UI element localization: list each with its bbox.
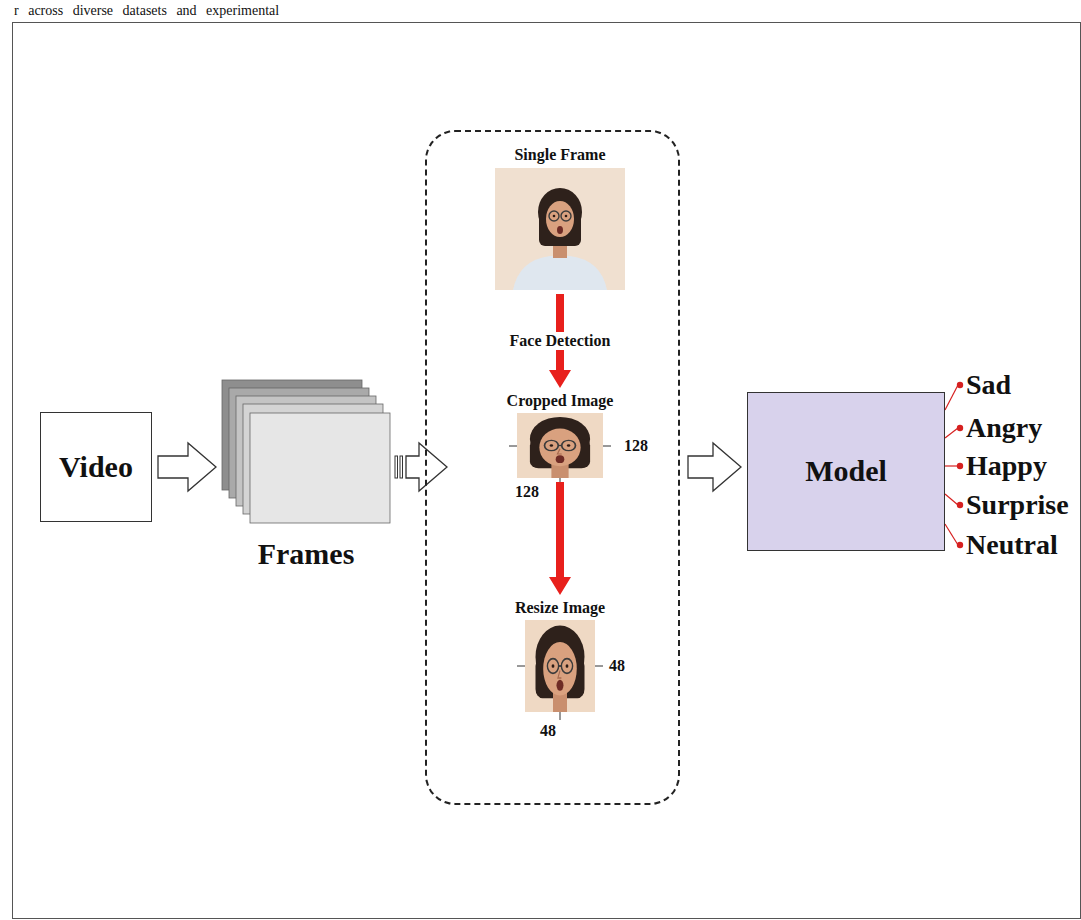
class-label: Happy [966,450,1047,482]
figure-border [13,23,1081,919]
model-box: Model [747,392,945,551]
node-text: Frames [258,537,355,572]
output-dot [957,542,963,548]
node-text: Video [59,450,133,485]
node-text: Model [805,454,887,489]
dimension-tick [595,666,603,667]
resized-image: Resize Image [507,598,614,716]
output-dot [957,463,963,469]
cropped-image: Cropped Image [499,391,622,480]
dimension-tick [509,446,517,447]
dimension-tick [517,666,525,667]
node-text: Single Frame [514,146,605,164]
dimension-label: 48 [540,722,556,740]
resized-face-photo [525,620,595,712]
class-label: Angry [966,412,1042,444]
output-line [945,428,958,438]
block-arrow [158,443,216,491]
output-line [945,385,958,410]
output-dot [957,382,963,388]
output-line [945,524,958,545]
class-label: Neutral [966,529,1058,561]
class-label: Sad [966,369,1011,401]
flow-arrow [549,482,571,595]
output-dot [957,502,963,508]
cropped-face-photo [517,413,603,478]
frame-sheet [250,413,390,523]
node-text: Cropped Image [507,392,614,410]
dimension-label: 128 [624,437,648,455]
caption-fragment: r across diverse datasets and experiment… [14,3,279,19]
dimension-tick [560,712,561,720]
node-text: Resize Image [515,599,605,617]
preprocessing-group: Single FrameCropped ImageResize Image [425,130,680,805]
dimension-label: 48 [609,657,625,675]
output-line [945,494,958,505]
input-box: Video [40,412,152,522]
edge-label: Face Detection [507,332,614,350]
frame-image: Single Frame [490,145,630,292]
arrow-tail-mark [400,456,403,478]
frame-photo [495,168,625,290]
arrow-tail-mark [395,456,398,478]
dimension-tick [603,446,611,447]
block-arrow [688,443,741,491]
output-line [945,465,958,466]
frames-stack: Frames [222,380,390,575]
class-label: Surprise [966,489,1069,521]
output-dot [957,425,963,431]
dimension-label: 128 [515,483,539,501]
